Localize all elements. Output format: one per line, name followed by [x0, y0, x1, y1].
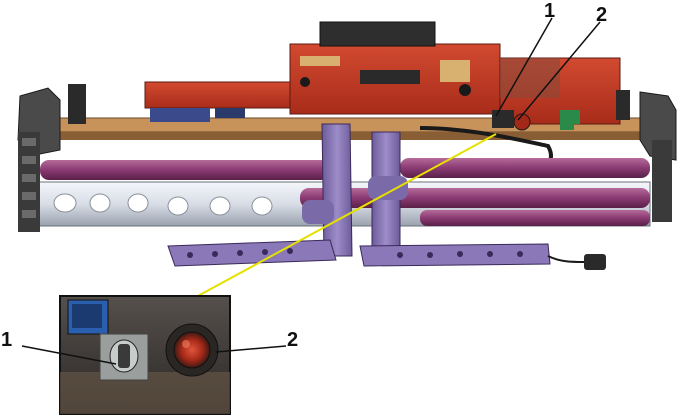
indicator-lamp-icon: [165, 323, 219, 377]
lifting-arms: [302, 123, 408, 263]
callout-1-leader: [495, 17, 553, 117]
rotary-switch-icon: [109, 339, 139, 373]
inset-connector-block: [67, 299, 109, 335]
inset-callout-2-leader: [215, 345, 287, 353]
inset-callout-label-1: 1: [1, 329, 13, 351]
callout-label-2: 2: [596, 4, 608, 26]
control-pcb-left: [144, 81, 291, 122]
drive-chain-left: [18, 132, 40, 232]
callout-label-1: 1: [544, 0, 556, 22]
yellow-leader-line: [149, 133, 497, 323]
control-pcb-main: [289, 21, 501, 115]
hanging-connector: [547, 254, 606, 270]
inset-callout-1-leader: [21, 345, 117, 365]
drive-chain-right: [652, 140, 672, 222]
callout-2-leader: [517, 21, 601, 121]
lower-fork-bars: [167, 239, 551, 267]
inset-callout-label-2: 2: [287, 329, 299, 351]
